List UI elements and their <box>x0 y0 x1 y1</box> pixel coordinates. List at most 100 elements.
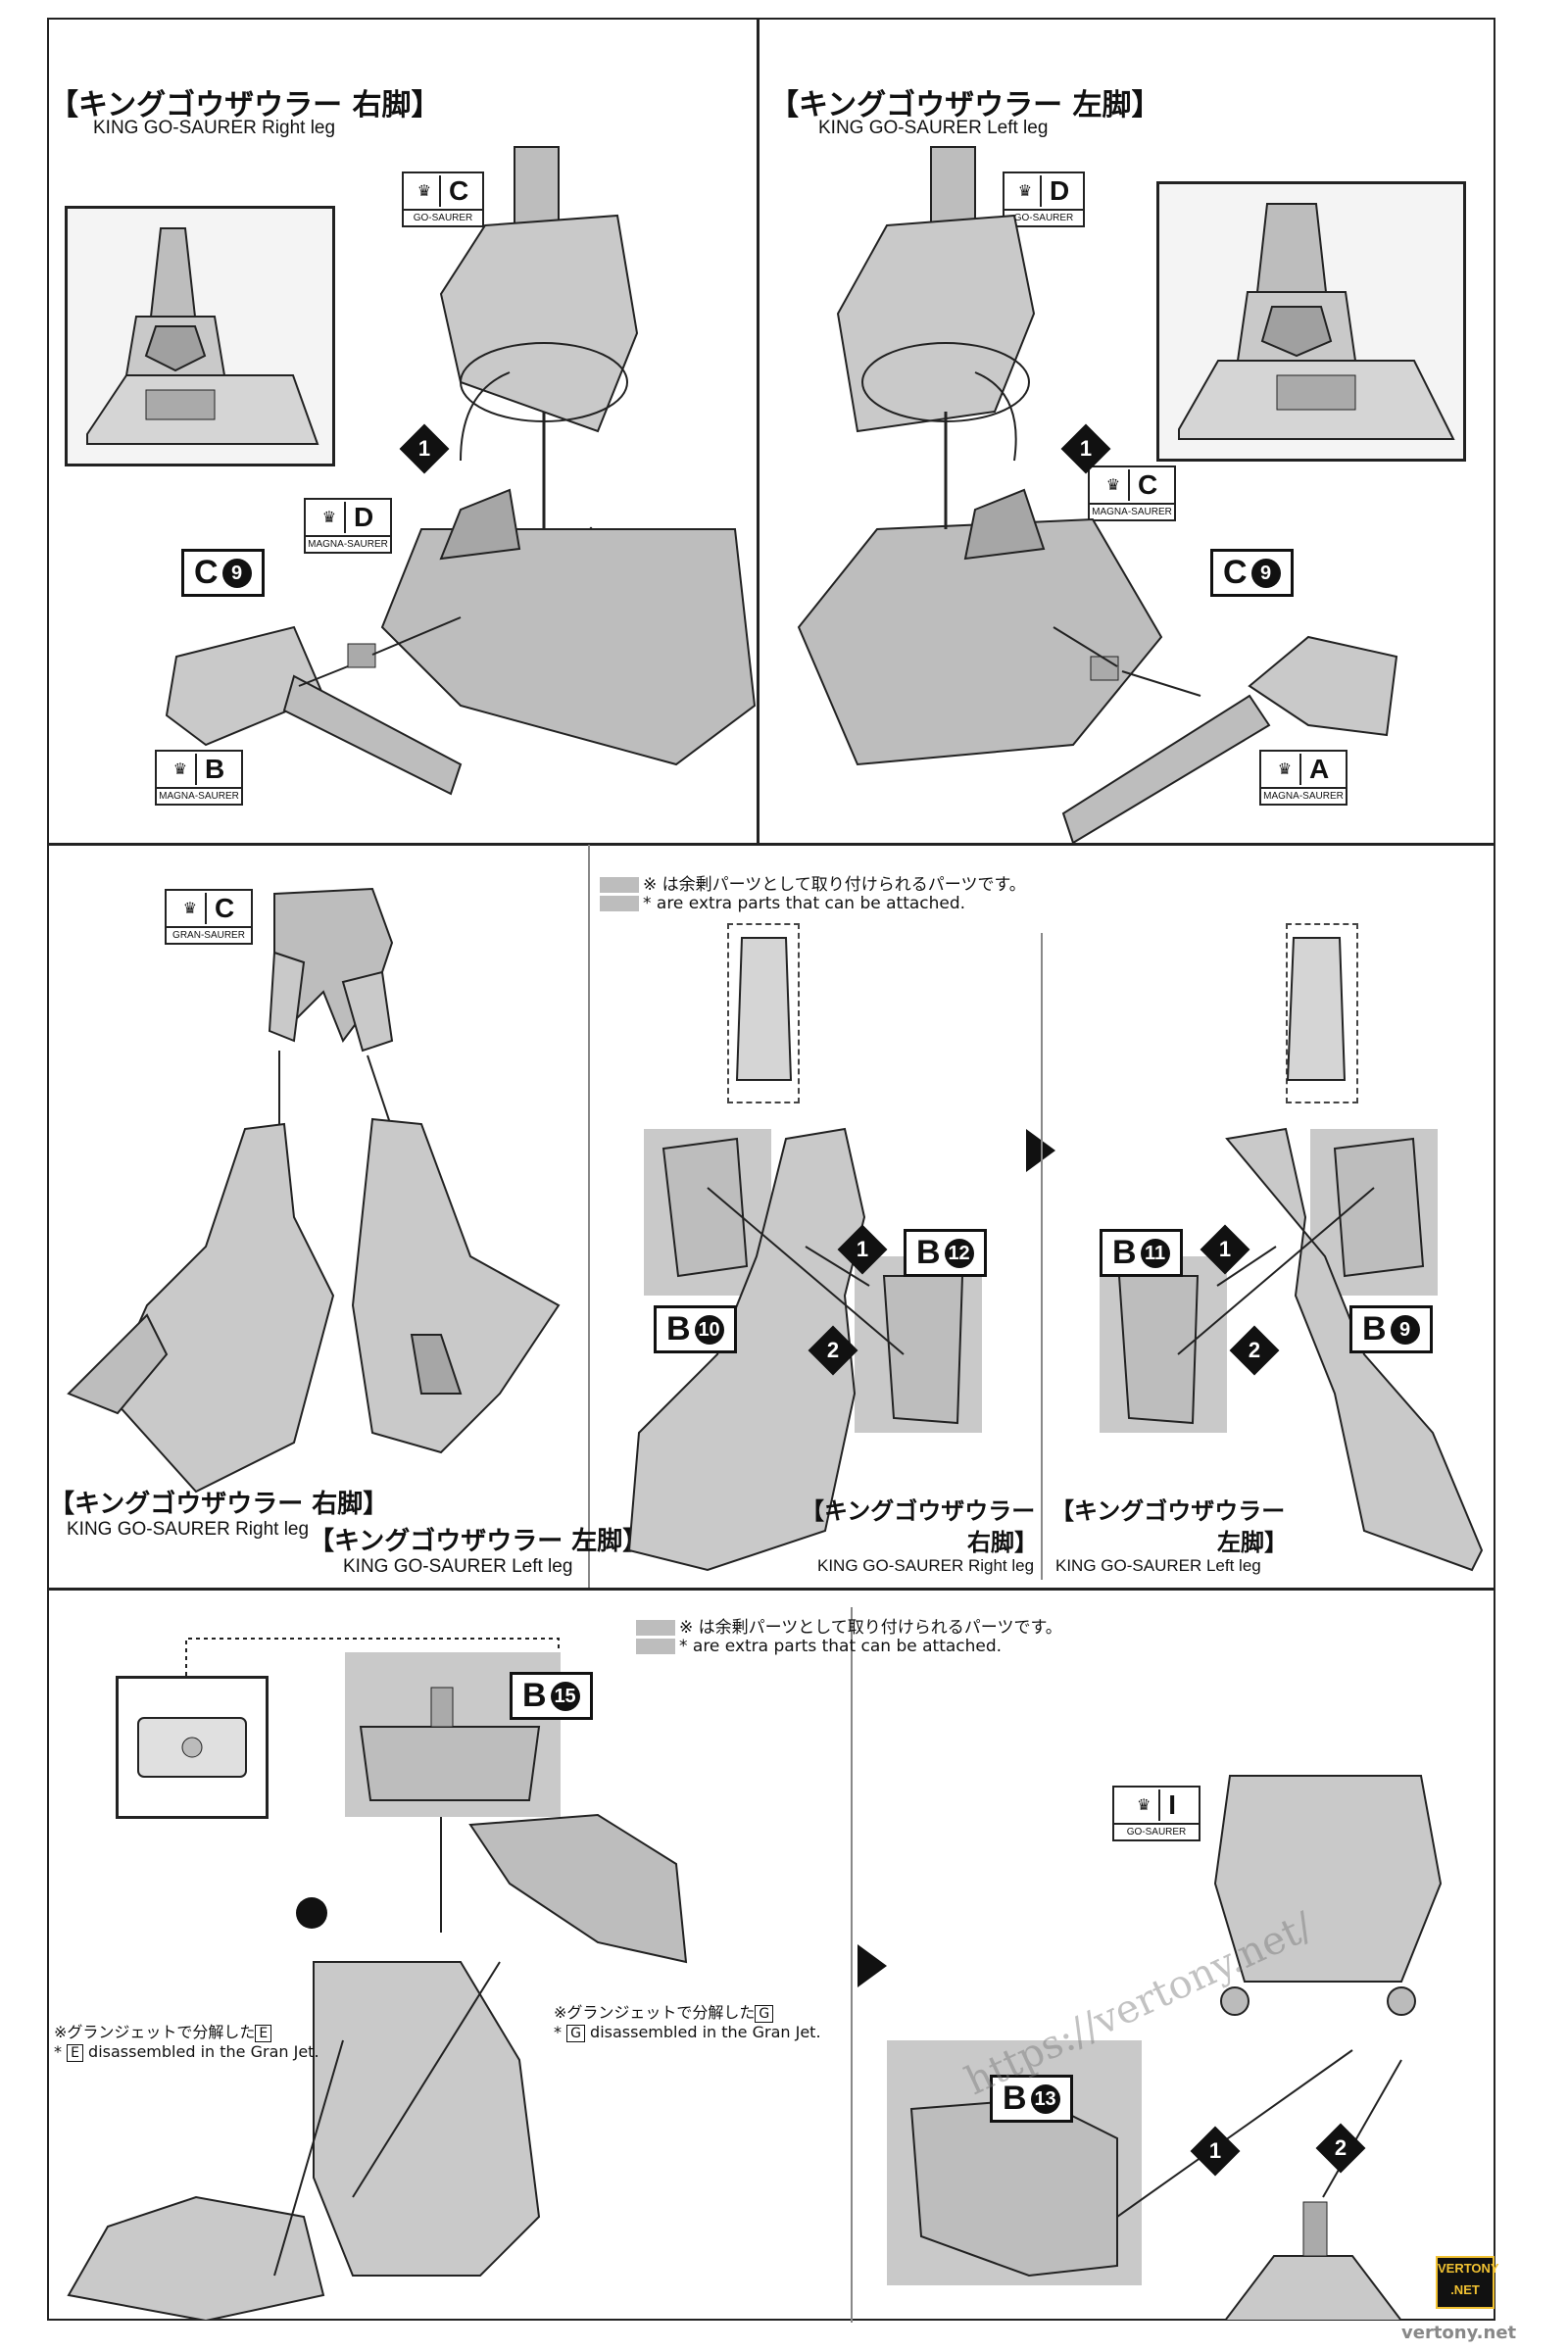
note-g-en: * G disassembled in the Gran Jet. <box>554 2023 821 2042</box>
panel-bottom: ※ は余剰パーツとして取り付けられるパーツです。 * are extra par… <box>49 1590 1499 2321</box>
part-letter-box: E <box>255 2025 272 2042</box>
part-number: 9 <box>1390 1314 1420 1345</box>
badge-letter: D <box>344 502 373 533</box>
part-letter: B <box>1112 1234 1137 1271</box>
badge-letter: I <box>1158 1789 1176 1821</box>
badge-letter: B <box>195 754 224 785</box>
bottom-right-illustration <box>909 1775 1443 2321</box>
divider-mid-vertical <box>588 845 590 1588</box>
badge-caption: GO-SAURER <box>404 209 482 225</box>
part-number: 15 <box>550 1681 580 1711</box>
left-leg-illustration <box>797 146 1398 843</box>
part-number: 13 <box>1030 2083 1060 2114</box>
inset-leg-illustration <box>1178 203 1455 440</box>
parts-badge-c: ♛C GO-SAURER <box>402 172 484 227</box>
page-frame <box>47 18 1495 2321</box>
right-leg-caption-jp: 【キングゴウザウラー <box>801 1497 1036 1525</box>
note-text: disassembled in the Gran Jet. <box>590 2023 821 2041</box>
part-letter: B <box>1003 2080 1027 2117</box>
note-e-en: * E disassembled in the Gran Jet. <box>54 2042 319 2062</box>
badge-caption: GO-SAURER <box>1004 209 1083 225</box>
extra-note-en: * are extra parts that can be attached. <box>632 1637 1002 1656</box>
badge-caption: GRAN-SAURER <box>167 926 251 943</box>
detail-inset-top-view <box>116 1676 269 1819</box>
divider-bottom-vertical <box>851 1607 853 2323</box>
saurer-icon: ♛ <box>1105 477 1121 494</box>
right-leg-caption-en: KING GO-SAURER Right leg <box>817 1556 1035 1575</box>
part-number: 9 <box>221 558 252 588</box>
badge-caption: MAGNA-SAURER <box>1261 787 1346 804</box>
part-label-b10: B 10 <box>654 1305 737 1353</box>
step-number: 1 <box>1208 2138 1222 2163</box>
part-label-b11: B 11 <box>1100 1229 1183 1277</box>
watermark-logo: VERTONY .NET <box>1436 2256 1499 2309</box>
panel-legs-assembly: ♛C GRAN-SAURER 【キングゴウザウラー 右脚】 KING GO-SA… <box>49 845 648 1588</box>
parts-badge-d: ♛ D GO-SAURER <box>1003 172 1085 227</box>
extra-swatch <box>600 896 639 911</box>
note-text: ※ は余剰パーツとして取り付けられるパーツです。 <box>679 1618 1062 1638</box>
note-text: ※ は余剰パーツとして取り付けられるパーツです。 <box>643 875 1026 895</box>
saurer-icon: ♛ <box>172 761 188 778</box>
part-letter: B <box>1362 1310 1387 1348</box>
note-text: ※グランジェットで分解した <box>554 2003 756 2022</box>
step-marker-2: 2 <box>1315 2123 1366 2174</box>
detail-inset <box>65 206 335 466</box>
panel-title: 【キングゴウザウラー 左脚】 <box>769 88 1161 122</box>
legs-assembly-illustration <box>67 887 561 1494</box>
saurer-icon: ♛ <box>321 510 337 526</box>
left-leg-caption-en: KING GO-SAURER Left leg <box>1055 1556 1261 1575</box>
badge-caption: MAGNA-SAURER <box>157 787 241 804</box>
next-step-arrow <box>858 1944 887 1987</box>
part-label-b15: B 15 <box>510 1672 593 1720</box>
parts-badge-c: ♛C MAGNA-SAURER <box>1088 466 1176 521</box>
parts-badge-d: ♛D MAGNA-SAURER <box>304 498 392 554</box>
part-number: 12 <box>944 1238 974 1268</box>
part-number: 9 <box>1250 558 1281 588</box>
part-letter-box: G <box>566 2025 585 2042</box>
parts-badge-i: ♛ I GO-SAURER <box>1112 1786 1200 1841</box>
bottom-left-illustration <box>67 1638 688 2321</box>
panel-extra-parts: ※ は余剰パーツとして取り付けられるパーツです。 * are extra par… <box>590 845 1494 1588</box>
part-label-b9: B 9 <box>1349 1305 1433 1353</box>
sub-divider <box>1041 933 1043 1580</box>
part-letter-box: G <box>755 2005 774 2023</box>
note-text: ※グランジェットで分解した <box>54 2023 256 2041</box>
extra-swatch <box>636 1620 675 1636</box>
panel-left-leg: 【キングゴウザウラー 左脚】 KING GO-SAURER Left leg ♛… <box>760 20 1494 843</box>
part-label-b12: B 12 <box>904 1229 987 1277</box>
left-leg-caption-jp2: 左脚】 <box>1217 1529 1288 1556</box>
step-marker-1: 1 <box>1190 2126 1241 2177</box>
part-number: 10 <box>694 1314 724 1345</box>
part-letter: B <box>666 1310 691 1348</box>
saurer-icon: ♛ <box>1017 183 1033 200</box>
saurer-icon: ♛ <box>182 901 198 917</box>
part-letter: C <box>194 554 219 591</box>
saurer-icon: ♛ <box>1136 1797 1152 1814</box>
right-leg-sub: KING GO-SAURER Right leg <box>67 1519 310 1540</box>
badge-letter: A <box>1299 754 1329 785</box>
badge-caption: GO-SAURER <box>1114 1823 1199 1839</box>
panel-right-leg: 【キングゴウザウラー 右脚】 KING GO-SAURER Right leg … <box>49 20 757 843</box>
badge-letter: D <box>1040 175 1069 207</box>
panel-title: 【キングゴウザウラー 右脚】 <box>49 88 441 122</box>
extra-note-jp: ※ は余剰パーツとして取り付けられるパーツです。 <box>600 870 1026 895</box>
panel-subtitle: KING GO-SAURER Left leg <box>818 118 1049 138</box>
inset-leg-illustration <box>86 227 319 445</box>
part-letter: B <box>916 1234 941 1271</box>
divider-top-vertical <box>757 20 760 843</box>
footer-watermark: vertony.net <box>1401 2323 1517 2343</box>
part-letter: C <box>1223 554 1248 591</box>
extra-swatch <box>600 877 639 893</box>
saurer-icon: ♛ <box>1277 761 1293 778</box>
left-leg-extra-illustration <box>1117 937 1484 1572</box>
detail-inset <box>1156 181 1466 462</box>
note-text: disassembled in the Gran Jet. <box>88 2042 319 2061</box>
left-leg-sub: KING GO-SAURER Left leg <box>343 1556 573 1577</box>
step-number: 2 <box>1248 1338 1261 1362</box>
part-letter: B <box>522 1677 547 1714</box>
badge-letter: C <box>439 175 468 207</box>
extra-note-jp: ※ は余剰パーツとして取り付けられるパーツです。 <box>632 1613 1062 1638</box>
step-marker-1: 1 <box>1200 1224 1250 1275</box>
